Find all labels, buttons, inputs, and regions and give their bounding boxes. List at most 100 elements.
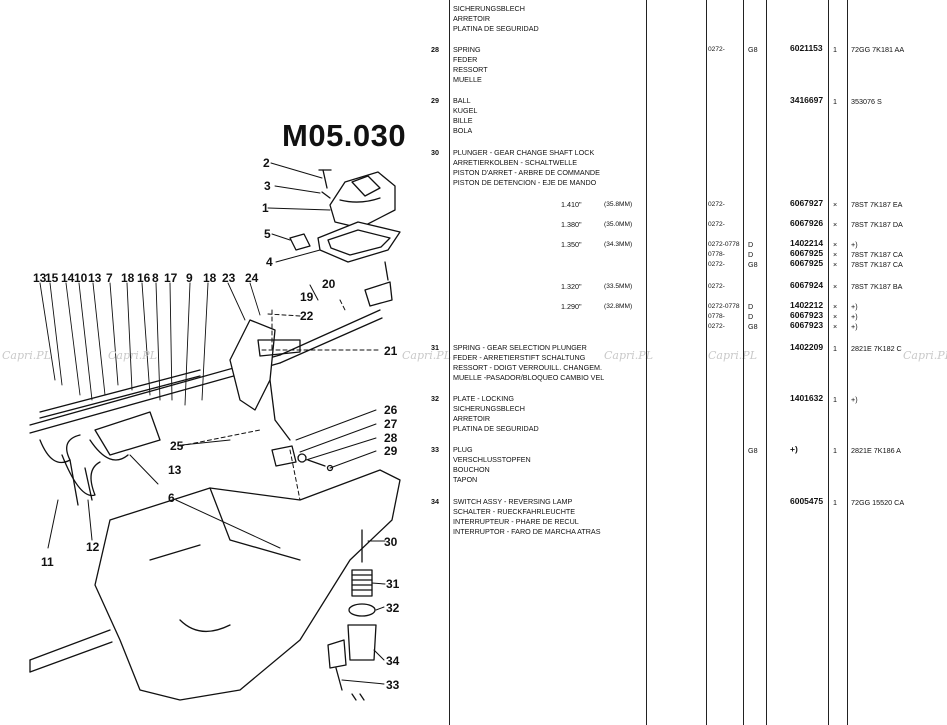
callout-13-second: 13 — [88, 271, 102, 285]
callout-33: 33 — [386, 678, 400, 692]
callout-3: 3 — [264, 179, 271, 193]
cell-code: G8 — [748, 446, 758, 455]
cell-from: 0778- — [708, 251, 725, 258]
part-desc-line: BOLA — [453, 126, 473, 135]
callout-6: 6 — [168, 491, 175, 505]
watermark: Capri.PL — [108, 349, 157, 362]
cell-code: D — [748, 302, 754, 311]
callout-14: 14 — [61, 271, 75, 285]
column-rule — [847, 0, 848, 725]
part-desc-line: PLATINA DE SEGURIDAD — [453, 424, 539, 433]
part-desc-line: SPRING — [453, 45, 481, 54]
cell-size-in: 1.350" — [561, 240, 582, 249]
callout-25: 25 — [170, 439, 184, 453]
cell-partno: 1402212 — [790, 300, 824, 310]
part-number-ref: 30 — [431, 148, 439, 157]
callout-12: 12 — [86, 540, 100, 554]
cell-ref: 78ST 7K187 CA — [851, 250, 903, 259]
callout-13-lower: 13 — [168, 463, 182, 477]
cell-size-in: 1.290" — [561, 302, 582, 311]
cell-qty: 1 — [833, 498, 837, 507]
cell-partno: 6067925 — [790, 258, 824, 268]
cell-code: G8 — [748, 45, 758, 54]
cell-code: G8 — [748, 260, 758, 269]
callout-10: 10 — [74, 271, 88, 285]
callout-17: 17 — [164, 271, 178, 285]
part-number-ref: 34 — [431, 497, 439, 506]
callout-24: 24 — [245, 271, 259, 285]
part-desc-line: PISTON D'ARRET - ARBRE DE COMMANDE — [453, 168, 600, 177]
part-desc-line: ARRETIERKOLBEN - SCHALTWELLE — [453, 158, 578, 167]
cell-from: 0272- — [708, 221, 725, 228]
cell-x: × — [833, 322, 838, 331]
callout-28: 28 — [384, 431, 398, 445]
part-desc-line: PLATINA DE SEGURIDAD — [453, 24, 539, 33]
cell-size-mm: (34.3MM) — [604, 241, 633, 248]
callout-16: 16 — [137, 271, 151, 285]
cell-partno: 1402209 — [790, 342, 824, 352]
watermark: Capri.PL — [604, 349, 653, 362]
part-desc-line: TAPON — [453, 475, 478, 484]
column-rule — [743, 0, 744, 725]
callout-13-top: 13 — [33, 271, 47, 285]
callout-20: 20 — [322, 277, 336, 291]
cell-x: × — [833, 302, 838, 311]
cell-ref: 2821E 7K186 A — [851, 446, 901, 455]
part-desc-line: BALL — [453, 96, 471, 105]
page-title: M05.030 — [282, 118, 407, 153]
cell-partno: 6067923 — [790, 320, 824, 330]
cell-ref: 78ST 7K187 CA — [851, 260, 903, 269]
callout-8: 8 — [152, 271, 159, 285]
cell-ref: 78ST 7K187 DA — [851, 220, 903, 229]
cell-size-mm: (32.8MM) — [604, 303, 633, 310]
part-desc-line: KUGEL — [453, 106, 478, 115]
cell-from: 0272- — [708, 261, 725, 268]
watermark: Capri.PL — [708, 349, 757, 362]
callout-2: 2 — [263, 156, 270, 170]
cell-code: D — [748, 312, 754, 321]
part-desc-line: SICHERUNGSBLECH — [453, 404, 525, 413]
callout-5: 5 — [264, 227, 271, 241]
cell-ref: +) — [851, 302, 858, 311]
part-desc-line: RESSORT — [453, 65, 488, 74]
part-number-ref: 31 — [431, 343, 439, 352]
cell-qty: 1 — [833, 45, 837, 54]
part-desc-line: PISTON DE DETENCION - EJE DE MANDO — [453, 178, 597, 187]
cell-size-mm: (35.8MM) — [604, 201, 633, 208]
cell-from: 0778- — [708, 313, 725, 320]
cell-ref: 72GG 15520 CA — [851, 498, 905, 507]
part-desc-line: SWITCH ASSY - REVERSING LAMP — [453, 497, 573, 506]
cell-qty: 1 — [833, 395, 837, 404]
callout-22: 22 — [300, 309, 314, 323]
watermark: Capri.PL — [903, 349, 947, 362]
part-number-ref: 33 — [431, 445, 439, 454]
part-desc-line: PLUNGER - GEAR CHANGE SHAFT LOCK — [453, 148, 595, 157]
cell-ref: +) — [851, 395, 858, 404]
callout-15: 15 — [45, 271, 59, 285]
cell-partno: 6067927 — [790, 198, 824, 208]
part-desc-line: INTERRUPTEUR - PHARE DE RECUL — [453, 517, 579, 526]
callout-9: 9 — [186, 271, 193, 285]
cell-ref: 78ST 7K187 EA — [851, 200, 903, 209]
cell-from: 0272- — [708, 201, 725, 208]
cell-qty: 1 — [833, 446, 837, 455]
callout-21: 21 — [384, 344, 398, 358]
part-desc-line: MUELLE -PASADOR/BLOQUEO CAMBIO VEL — [453, 373, 605, 382]
cell-ref: +) — [851, 322, 858, 331]
cell-size-mm: (33.5MM) — [604, 283, 633, 290]
cell-size-in: 1.410" — [561, 200, 582, 209]
watermark: Capri.PL — [402, 349, 451, 362]
cell-size-in: 1.320" — [561, 282, 582, 291]
part-desc-line: BILLE — [453, 116, 473, 125]
column-rule — [706, 0, 707, 725]
cell-x: × — [833, 220, 838, 229]
column-rule — [646, 0, 647, 725]
cell-partno: 6021153 — [790, 43, 823, 53]
part-desc-line: MUELLE — [453, 75, 482, 84]
watermark: Capri.PL — [2, 349, 51, 362]
part-number-ref: 28 — [431, 45, 439, 54]
part-desc-line: ARRETOIR — [453, 14, 491, 23]
cell-partno: 1402214 — [790, 238, 824, 248]
